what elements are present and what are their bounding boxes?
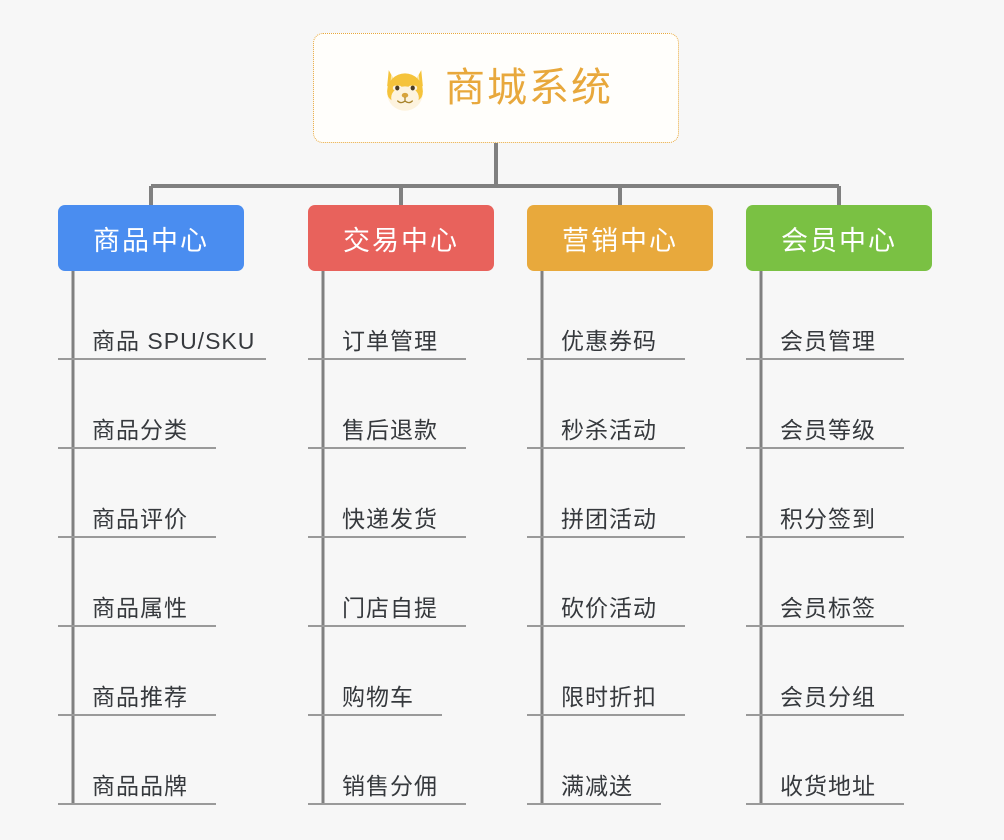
leaf-item[interactable]: 会员等级	[746, 360, 932, 449]
leaf-item[interactable]: 限时折扣	[527, 627, 713, 716]
leaf-underline	[58, 536, 216, 538]
leaf-item-label: 会员标签	[780, 595, 876, 621]
leaf-underline	[308, 803, 466, 805]
leaf-item-label: 限时折扣	[561, 684, 657, 710]
leaf-item[interactable]: 积分签到	[746, 449, 932, 538]
leaf-list: 商品 SPU/SKU 商品分类商品评价商品属性商品推荐商品品牌	[58, 271, 266, 805]
leaf-item-label: 订单管理	[342, 328, 438, 354]
root-title: 商城系统	[445, 66, 613, 110]
leaf-underline	[308, 536, 466, 538]
leaf-item-label: 砍价活动	[561, 595, 657, 621]
leaf-underline	[527, 714, 685, 716]
branch-column-4: 会员中心会员管理会员等级积分签到会员标签会员分组收货地址	[746, 205, 932, 805]
leaf-item-label: 优惠券码	[561, 328, 657, 354]
leaf-item[interactable]: 优惠券码	[527, 271, 713, 360]
branch-header[interactable]: 营销中心	[527, 205, 713, 271]
leaf-item[interactable]: 拼团活动	[527, 449, 713, 538]
leaf-list: 优惠券码秒杀活动拼团活动砍价活动限时折扣满减送	[527, 271, 713, 805]
shiba-dog-face-icon	[387, 70, 423, 111]
leaf-item-label: 商品分类	[92, 417, 188, 443]
branch-column-3: 营销中心优惠券码秒杀活动拼团活动砍价活动限时折扣满减送	[527, 205, 713, 805]
leaf-item[interactable]: 商品属性	[58, 538, 244, 627]
leaf-item[interactable]: 门店自提	[308, 538, 494, 627]
leaf-item-label: 积分签到	[780, 506, 876, 532]
branch-column-1: 商品中心商品 SPU/SKU 商品分类商品评价商品属性商品推荐商品品牌	[58, 205, 266, 805]
leaf-item-label: 会员管理	[780, 328, 876, 354]
leaf-underline	[58, 714, 216, 716]
leaf-item[interactable]: 销售分佣	[308, 716, 494, 805]
leaf-item[interactable]: 会员分组	[746, 627, 932, 716]
branch-header[interactable]: 商品中心	[58, 205, 244, 271]
leaf-item[interactable]: 满减送	[527, 716, 713, 805]
leaf-underline	[58, 447, 216, 449]
leaf-underline	[527, 358, 685, 360]
leaf-underline	[308, 447, 466, 449]
leaf-item-label: 满减送	[561, 773, 633, 799]
leaf-underline	[58, 625, 216, 627]
leaf-item-label: 会员分组	[780, 684, 876, 710]
leaf-item-label: 商品推荐	[92, 684, 188, 710]
leaf-item-label: 销售分佣	[342, 773, 438, 799]
leaf-underline	[746, 625, 904, 627]
leaf-item[interactable]: 收货地址	[746, 716, 932, 805]
leaf-item[interactable]: 售后退款	[308, 360, 494, 449]
leaf-list: 订单管理售后退款快递发货门店自提购物车销售分佣	[308, 271, 494, 805]
leaf-item[interactable]: 订单管理	[308, 271, 494, 360]
leaf-underline	[527, 625, 685, 627]
leaf-underline	[746, 714, 904, 716]
leaf-item[interactable]: 砍价活动	[527, 538, 713, 627]
leaf-item[interactable]: 商品品牌	[58, 716, 244, 805]
leaf-item[interactable]: 购物车	[308, 627, 494, 716]
leaf-item[interactable]: 商品推荐	[58, 627, 244, 716]
leaf-item[interactable]: 快递发货	[308, 449, 494, 538]
leaf-item-label: 拼团活动	[561, 506, 657, 532]
leaf-item[interactable]: 会员管理	[746, 271, 932, 360]
leaf-item-label: 秒杀活动	[561, 417, 657, 443]
leaf-item-label: 购物车	[342, 684, 414, 710]
leaf-underline	[308, 714, 442, 716]
leaf-underline	[746, 536, 904, 538]
leaf-underline	[308, 625, 466, 627]
branch-column-2: 交易中心订单管理售后退款快递发货门店自提购物车销售分佣	[308, 205, 494, 805]
leaf-underline	[527, 803, 661, 805]
leaf-underline	[58, 358, 266, 360]
leaf-underline	[308, 358, 466, 360]
leaf-item-label: 门店自提	[342, 595, 438, 621]
leaf-item-label: 商品品牌	[92, 773, 188, 799]
leaf-underline	[746, 447, 904, 449]
leaf-item[interactable]: 商品 SPU/SKU	[58, 271, 266, 360]
leaf-item-label: 商品属性	[92, 595, 188, 621]
leaf-item-label: 售后退款	[342, 417, 438, 443]
leaf-item-label: 商品评价	[92, 506, 188, 532]
leaf-underline	[746, 803, 904, 805]
leaf-list: 会员管理会员等级积分签到会员标签会员分组收货地址	[746, 271, 932, 805]
root-node[interactable]: 商城系统	[313, 33, 679, 143]
leaf-item-label: 收货地址	[780, 773, 876, 799]
leaf-item-label: 快递发货	[342, 506, 438, 532]
leaf-item[interactable]: 商品分类	[58, 360, 244, 449]
leaf-item-label: 商品 SPU/SKU	[92, 328, 256, 354]
leaf-item[interactable]: 会员标签	[746, 538, 932, 627]
branch-header[interactable]: 会员中心	[746, 205, 932, 271]
leaf-item[interactable]: 商品评价	[58, 449, 244, 538]
branch-header[interactable]: 交易中心	[308, 205, 494, 271]
leaf-underline	[746, 358, 904, 360]
leaf-item-label: 会员等级	[780, 417, 876, 443]
leaf-underline	[58, 803, 216, 805]
leaf-underline	[527, 536, 685, 538]
leaf-item[interactable]: 秒杀活动	[527, 360, 713, 449]
leaf-underline	[527, 447, 685, 449]
